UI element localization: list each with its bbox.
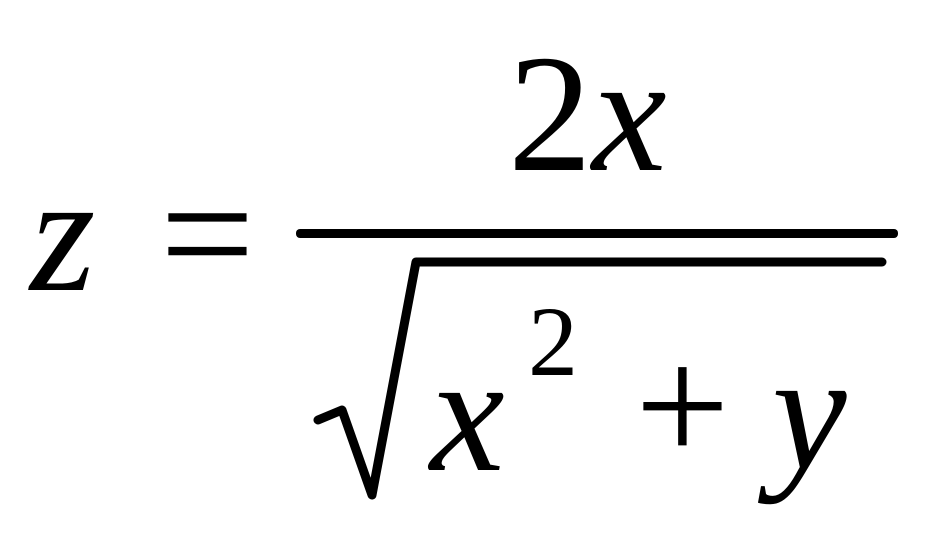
fraction-bar — [296, 229, 898, 238]
numerator-text: 2 — [508, 21, 592, 207]
equals-sign: = — [160, 141, 255, 327]
numerator-variable: x — [592, 21, 667, 207]
fraction-numerator: 2x — [508, 30, 667, 198]
radicand-exponent: 2 — [528, 286, 578, 397]
radicand-base-variable: x — [430, 321, 505, 507]
plus-sign: + — [635, 313, 730, 499]
radicand-second-variable: y — [772, 319, 847, 505]
formula-lhs-variable: z — [30, 141, 96, 327]
square-root-sign — [313, 257, 887, 500]
